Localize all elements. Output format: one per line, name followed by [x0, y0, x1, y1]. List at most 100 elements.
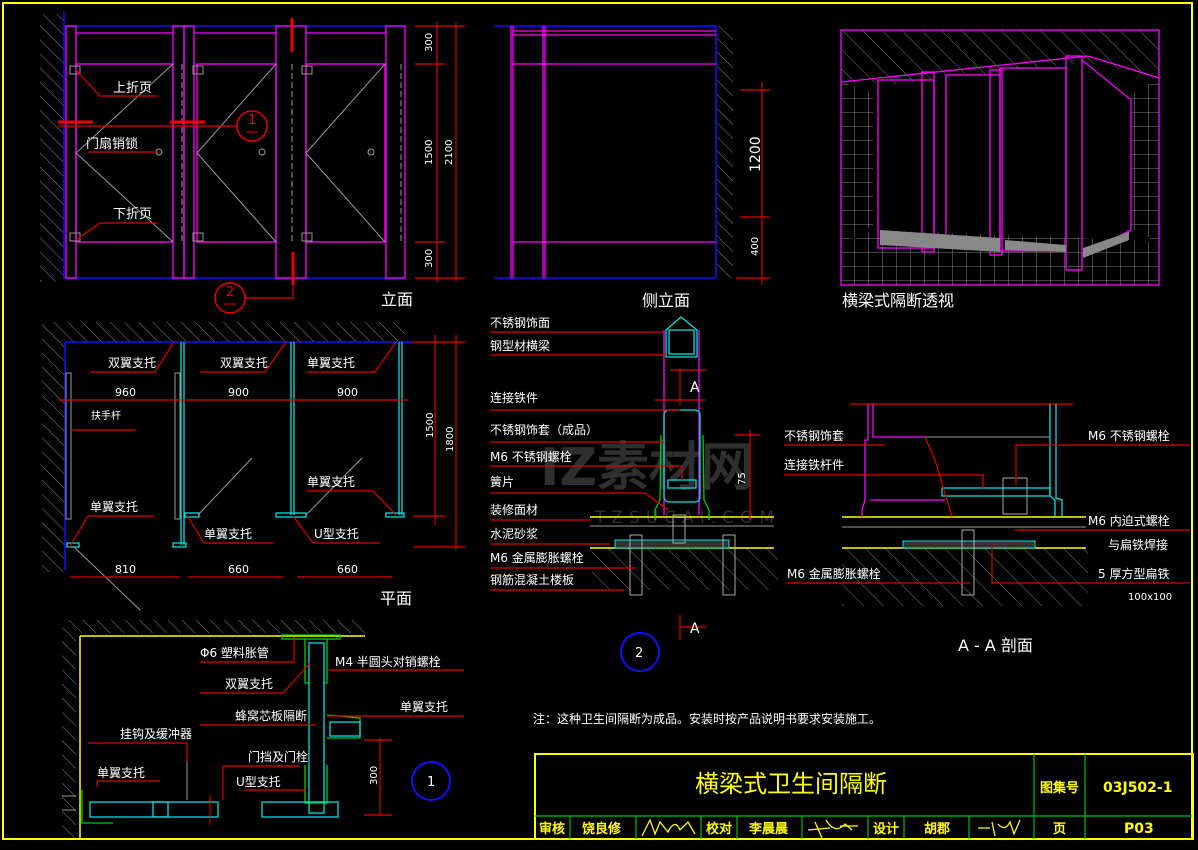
wall-hatch [40, 14, 64, 282]
drawing-polyline [75, 222, 157, 241]
drawing-rect [941, 487, 1051, 497]
drawing-g: A A [690, 380, 700, 637]
drawing-polyline [305, 63, 386, 243]
drawing-g [415, 22, 465, 282]
drawing-polyline [490, 492, 669, 511]
drawing-g [510, 26, 716, 278]
drawing-rect [385, 25, 406, 279]
callout-2[interactable]: 2 [214, 282, 246, 314]
drawing-rect [65, 372, 72, 520]
label-plan-labels-u-bracket: U型支托 [314, 527, 359, 541]
callout-1[interactable]: 1 [236, 110, 268, 142]
detail-2-view: A A 75 不锈钢饰面 钢型材横梁 连接铁件 不锈钢饰套（成品） M6 不锈钢… [490, 316, 778, 672]
drawing-polygon [1083, 232, 1129, 258]
label-side-elevation-dims-lower: 400 [750, 237, 761, 256]
drawing-rect [308, 642, 325, 814]
drawing-path [978, 819, 1021, 837]
drawing-polyline [90, 341, 175, 373]
label-section-aa-labels-right-1: M6 内迫式螺栓 [1088, 513, 1170, 528]
label-plan-labels-handrail: 扶手杆 [91, 409, 121, 422]
drawing-polyline [81, 790, 113, 824]
drawing-polyline [1015, 444, 1190, 485]
drawing-rect [629, 534, 643, 596]
drawing-line [197, 457, 253, 516]
perspective-view: 横梁式隔断透视 [840, 29, 1160, 310]
drawing-g [65, 372, 363, 611]
label-plan-labels-double-wing-1: 双翼支托 [108, 356, 156, 370]
label-upper-hinge: 上折页 [113, 81, 152, 96]
label-detail-1-labels-hook: 挂钩及缓冲器 [120, 726, 192, 741]
label-side-elevation-dims-upper: 1200 [748, 136, 764, 172]
drawing-g [535, 754, 1192, 839]
drawing-polyline [924, 436, 953, 518]
title-block: 横梁式卫生间隔断 图集号 03J502-1 审核 饶良修 校对 李晨晨 设计 胡… [534, 753, 1194, 840]
drawing-polyline [872, 404, 925, 438]
plan-view: 双翼支托 双翼支托 单翼支托 扶手杆 单翼支托 单翼支托 单翼支托 U型支托 9… [42, 322, 465, 611]
label-detail-1-dim: 300 [369, 766, 380, 785]
drawing-rect [69, 232, 81, 242]
drawing-g [62, 762, 211, 825]
drawing-g [736, 82, 770, 285]
label-detail-2-section-mark: A [690, 380, 700, 396]
drawing-polyline [861, 404, 869, 517]
perspective-title: 横梁式隔断透视 [842, 291, 954, 310]
drawing-rect [62, 620, 76, 838]
elevation-view: 上折页 门扇销锁 下折页 1 2 300 1500 300 21 [40, 12, 465, 314]
label-elevation-callout-2: 2 [226, 285, 234, 300]
label-title-block-checker: 李晨晨 [748, 821, 789, 837]
side-elevation-title: 侧立面 [642, 291, 690, 310]
label-detail-2-labels-1: 钢型材横梁 [490, 338, 550, 353]
label-section-aa-labels-right-2: 与扁铁焊接 [1108, 537, 1168, 552]
drawing-polyline [96, 780, 160, 787]
label-plan-labels-single-wing-left: 单翼支托 [90, 500, 138, 514]
drawing-circle [214, 282, 246, 314]
drawing-polyline [200, 341, 287, 373]
label-detail-2-dim: 75 [737, 472, 748, 485]
drawing-polyline [186, 514, 273, 544]
label-detail-2-labels-0: 不锈钢饰面 [490, 316, 550, 330]
page-number: P03 [1124, 821, 1154, 837]
side-elevation-view: 1200 400 侧立面 [494, 25, 770, 310]
label-detail-1-labels-door-stop: 门挡及门栓 [248, 749, 308, 764]
drawing-rect [385, 512, 405, 518]
drawing-rect [534, 753, 1194, 840]
drawing-g: 300 1500 300 2100 [424, 33, 455, 268]
label-title-block-review-label: 审核 [539, 821, 565, 837]
label-plan-labels-single-wing-right: 单翼支托 [307, 475, 355, 489]
drawing-rect [192, 232, 204, 242]
drawing-rect [196, 63, 277, 243]
watermark-brand: IZ素材网 [540, 438, 753, 498]
label-section-aa-labels-left-1: 连接铁杆件 [784, 457, 844, 472]
label-plan-dims-w3: 900 [337, 386, 358, 399]
drawing-rect [65, 25, 77, 279]
drawing-rect [1065, 55, 1083, 271]
drawing-polyline [75, 63, 174, 243]
drawing-rect [152, 801, 219, 818]
label-title-block-design-label: 设计 [873, 821, 899, 837]
drawing-rect [65, 322, 405, 342]
atlas-number: 03J502-1 [1103, 780, 1172, 796]
drawing-rect [281, 634, 341, 640]
section-aa-view: 不锈钢饰套 连接铁杆件 M6 金属膨胀螺栓 M6 不锈钢螺栓 M6 内迫式螺栓 … [784, 403, 1190, 655]
drawing-line [73, 546, 141, 611]
drawing-polygon [1131, 78, 1159, 243]
drawing-polyline [307, 490, 397, 516]
elevation-title: 立面 [381, 290, 413, 309]
callout-1-detail[interactable]: 1 [411, 761, 451, 801]
label-section-aa-labels-right-0: M6 不锈钢螺栓 [1088, 428, 1170, 443]
drawing-rect [592, 548, 778, 590]
drawing-polygon [665, 316, 698, 358]
callout-2-detail[interactable]: 2 [620, 632, 660, 672]
label-plan-labels-single-wing-mid: 单翼支托 [204, 527, 252, 541]
label-detail-2-callout: 2 [635, 646, 643, 661]
drawing-polyline [200, 637, 295, 663]
label-detail-2-labels-2: 连接铁件 [490, 390, 538, 405]
drawing-rect [301, 232, 313, 242]
drawing-rect [989, 69, 1003, 256]
drawing-polyline [840, 55, 1160, 83]
label-plan-dims-b2: 660 [228, 563, 249, 576]
drawing-rect [672, 514, 686, 544]
drawing-g [655, 368, 760, 640]
drawing-rect [89, 801, 169, 818]
